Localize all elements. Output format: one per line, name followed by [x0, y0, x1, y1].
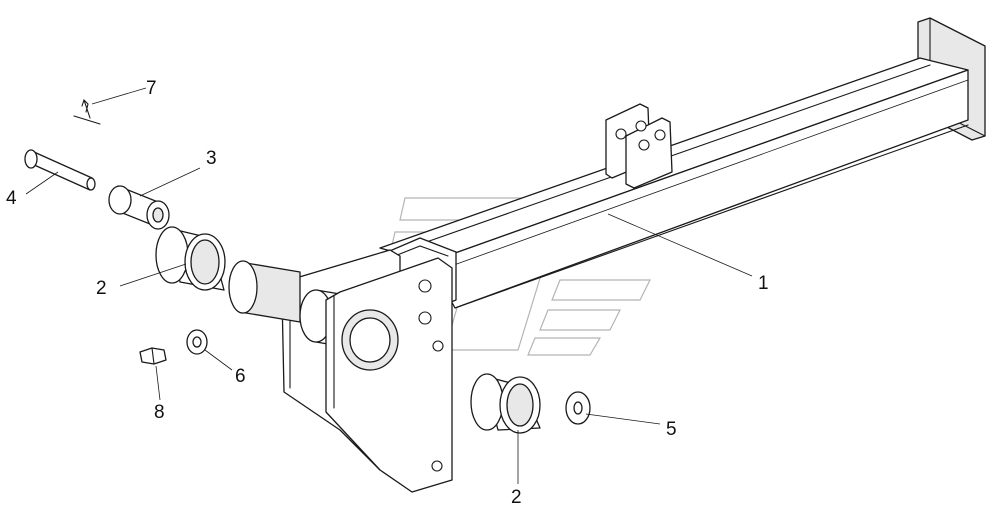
leader-lines: [25, 87, 753, 484]
washer-small: [186, 329, 208, 355]
callout-3: 3: [206, 148, 217, 169]
callout-6: 6: [235, 366, 246, 387]
bushing-upper: [155, 226, 226, 291]
callout-8: 8: [154, 402, 165, 423]
grease-fitting: [139, 347, 167, 365]
callout-7: 7: [146, 78, 157, 99]
bushing-lower: [470, 373, 541, 434]
callout-5: 5: [666, 419, 677, 440]
callout-2-upper: 2: [96, 278, 107, 299]
callout-2-lower: 2: [511, 487, 522, 508]
callout-1: 1: [758, 273, 769, 294]
cotter-pin: [73, 98, 101, 125]
callout-labels: 1 2 2 3 4 5 6 7 8: [6, 78, 769, 508]
main-frame-beam: [363, 17, 986, 323]
spacer-tube: [108, 185, 170, 230]
callout-4: 4: [6, 188, 17, 209]
pin: [24, 149, 96, 191]
front-mounting-plate: [325, 257, 453, 493]
washer-large: [565, 391, 591, 425]
